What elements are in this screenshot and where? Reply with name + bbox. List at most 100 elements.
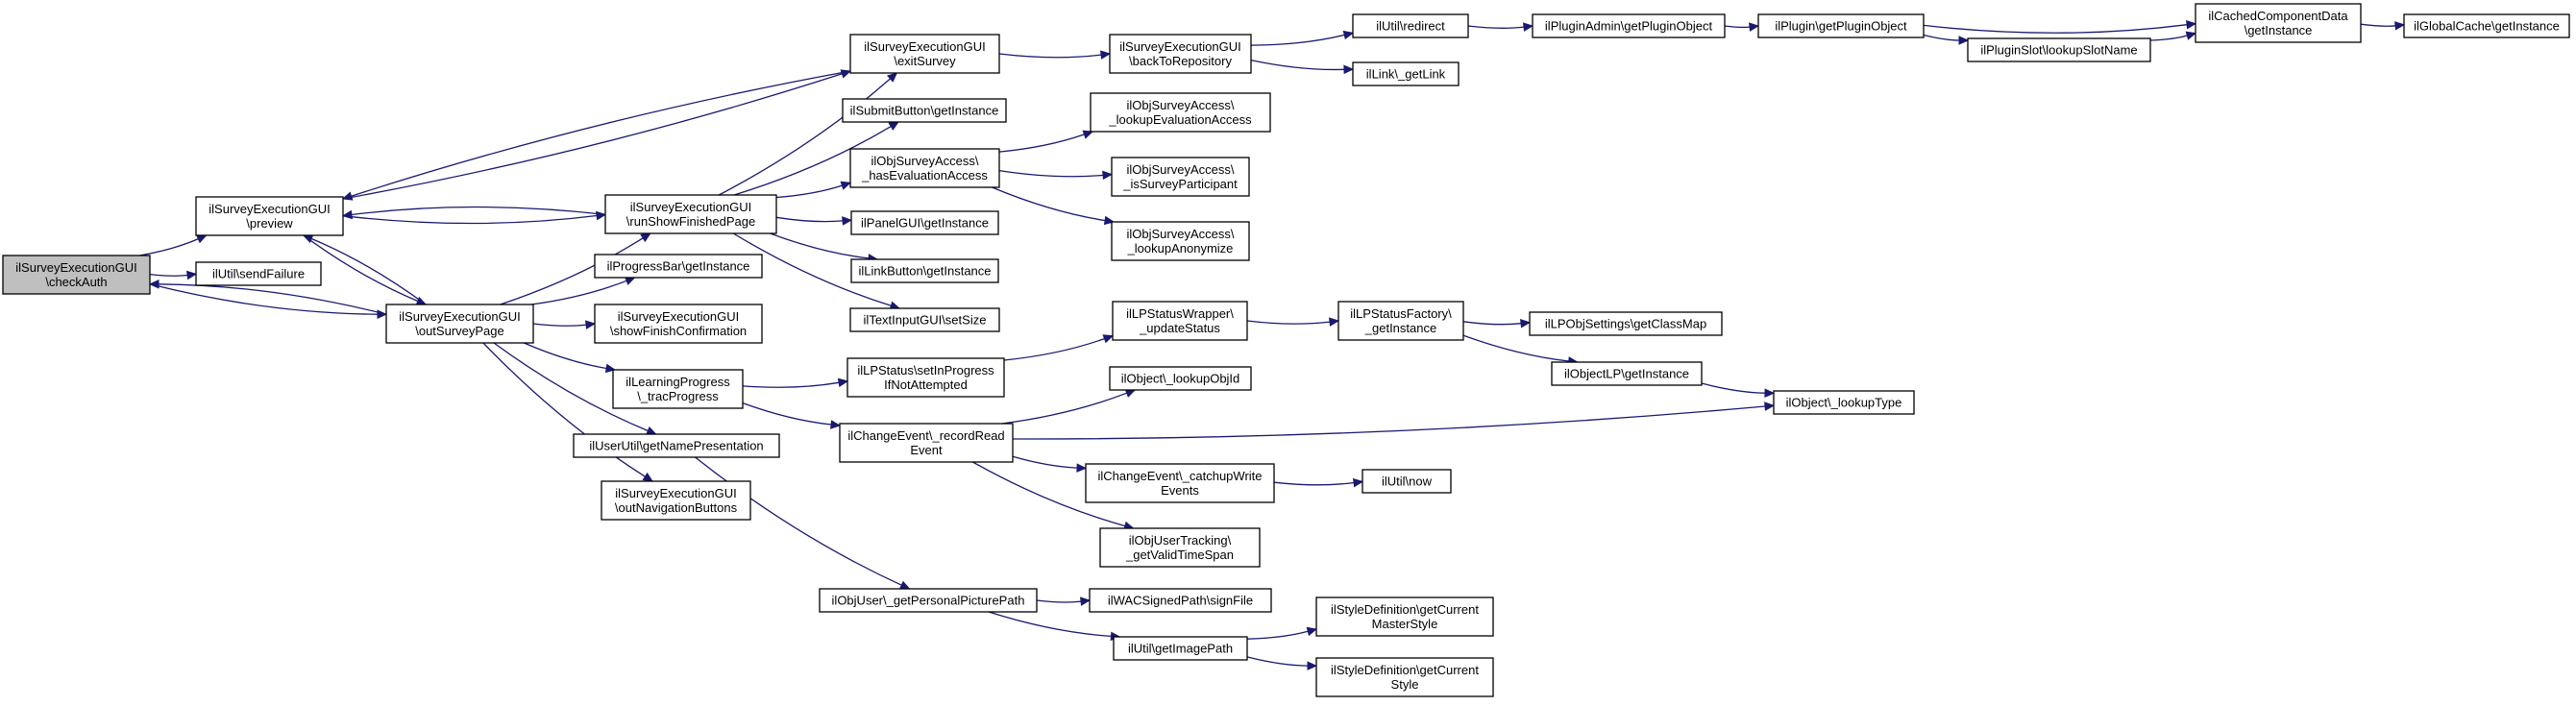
arrowhead-get-image-path-to-get-current-master-style bbox=[1306, 626, 1318, 637]
node-send-failure[interactable]: ilUtil\sendFailure bbox=[195, 261, 322, 286]
node-object-lp-get-instance[interactable]: ilObjectLP\getInstance bbox=[1551, 361, 1703, 386]
node-box[interactable] bbox=[601, 480, 751, 521]
node-plugin-get-plugin-object[interactable]: ilPlugin\getPluginObject bbox=[1757, 13, 1925, 38]
node-label: \runShowFinishedPage bbox=[626, 214, 755, 229]
node-box[interactable] bbox=[1352, 61, 1460, 86]
node-update-status[interactable]: ilLPStatusWrapper\_updateStatus bbox=[1112, 301, 1248, 341]
node-box[interactable] bbox=[1090, 92, 1271, 133]
node-get-link[interactable]: ilLink\_getLink bbox=[1352, 61, 1460, 86]
node-box[interactable] bbox=[846, 357, 1005, 398]
node-is-survey-participant[interactable]: ilObjSurveyAccess\_isSurveyParticipant bbox=[1111, 157, 1250, 197]
arrowhead-out-survey-page-to-get-name-presentation bbox=[646, 426, 657, 435]
node-box[interactable] bbox=[849, 307, 1000, 332]
node-box[interactable] bbox=[195, 196, 344, 236]
arrowhead-plugin-get-plugin-object-to-cached-component-data-get-instance bbox=[2186, 19, 2197, 30]
node-box[interactable] bbox=[573, 433, 780, 458]
node-box[interactable] bbox=[1362, 469, 1452, 494]
node-label: \exitSurvey bbox=[894, 54, 956, 68]
node-box[interactable] bbox=[1111, 221, 1250, 261]
node-box[interactable] bbox=[385, 304, 534, 344]
node-lookup-obj-id[interactable]: ilObject\_lookupObjId bbox=[1109, 366, 1252, 391]
node-plugin-admin-get-plugin-object[interactable]: ilPluginAdmin\getPluginObject bbox=[1532, 13, 1726, 38]
node-box[interactable] bbox=[612, 369, 744, 409]
node-check-auth[interactable]: ilSurveyExecutionGUI\checkAuth bbox=[2, 255, 151, 295]
node-box[interactable] bbox=[819, 588, 1038, 613]
node-box[interactable] bbox=[2, 255, 151, 295]
edge-preview-to-exit-survey bbox=[342, 73, 843, 200]
node-box[interactable] bbox=[1337, 301, 1464, 341]
node-global-cache-get-instance[interactable]: ilGlobalCache\getInstance bbox=[2403, 13, 2570, 38]
node-get-personal-picture-path[interactable]: ilObjUser\_getPersonalPicturePath bbox=[819, 588, 1038, 613]
node-box[interactable] bbox=[842, 98, 1007, 123]
edge-out-survey-page-to-run-show-finished-page bbox=[500, 237, 644, 305]
node-box[interactable] bbox=[1109, 366, 1252, 391]
node-out-navigation-buttons[interactable]: ilSurveyExecutionGUI\outNavigationButton… bbox=[601, 480, 751, 521]
edge-check-auth-to-send-failure bbox=[149, 273, 188, 277]
node-box[interactable] bbox=[1757, 13, 1925, 38]
node-box[interactable] bbox=[849, 34, 1000, 74]
node-exit-survey[interactable]: ilSurveyExecutionGUI\exitSurvey bbox=[849, 34, 1000, 74]
node-run-show-finished-page[interactable]: ilSurveyExecutionGUI\runShowFinishedPage bbox=[604, 194, 777, 234]
node-track-progress[interactable]: ilLearningProgress\_tracProgress bbox=[612, 369, 744, 409]
node-box[interactable] bbox=[1099, 527, 1261, 568]
node-panel-gui-get-instance[interactable]: ilPanelGUI\getInstance bbox=[850, 210, 999, 235]
node-box[interactable] bbox=[1551, 361, 1703, 386]
node-cached-component-data-get-instance[interactable]: ilCachedComponentData\getInstance bbox=[2195, 3, 2362, 43]
node-get-name-presentation[interactable]: ilUserUtil\getNamePresentation bbox=[573, 433, 780, 458]
node-box[interactable] bbox=[1315, 596, 1494, 637]
node-submit-button-get-instance[interactable]: ilSubmitButton\getInstance bbox=[842, 98, 1007, 123]
node-box[interactable] bbox=[2403, 13, 2570, 38]
node-now[interactable]: ilUtil\now bbox=[1362, 469, 1452, 494]
node-lp-obj-settings-get-class-map[interactable]: ilLPObjSettings\getClassMap bbox=[1529, 311, 1723, 336]
node-box[interactable] bbox=[594, 304, 763, 344]
node-box[interactable] bbox=[1111, 157, 1250, 197]
node-box[interactable] bbox=[604, 194, 777, 234]
node-lp-status-factory-get-instance[interactable]: ilLPStatusFactory\_getInstance bbox=[1337, 301, 1464, 341]
node-box[interactable] bbox=[1773, 390, 1915, 415]
edge-out-survey-page-to-preview bbox=[310, 237, 427, 305]
node-text-input-set-size[interactable]: ilTextInputGUI\setSize bbox=[849, 307, 1000, 332]
node-box[interactable] bbox=[1085, 463, 1275, 503]
edge-get-image-path-to-get-current-master-style bbox=[1246, 630, 1309, 640]
node-box[interactable] bbox=[594, 254, 763, 279]
node-out-survey-page[interactable]: ilSurveyExecutionGUI\outSurveyPage bbox=[385, 304, 534, 344]
node-box[interactable] bbox=[1532, 13, 1726, 38]
node-box[interactable] bbox=[1315, 657, 1494, 697]
node-box[interactable] bbox=[195, 261, 322, 286]
node-box[interactable] bbox=[1089, 588, 1272, 613]
node-lookup-evaluation-access[interactable]: ilObjSurveyAccess\_lookupEvaluationAcces… bbox=[1090, 92, 1271, 133]
node-box[interactable] bbox=[1529, 311, 1723, 336]
node-box[interactable] bbox=[850, 210, 999, 235]
edge-record-read-event-to-get-valid-time-span bbox=[972, 461, 1126, 527]
node-sign-file[interactable]: ilWACSignedPath\signFile bbox=[1089, 588, 1272, 613]
node-lookup-slot-name[interactable]: ilPluginSlot\lookupSlotName bbox=[1967, 37, 2151, 62]
node-lookup-type[interactable]: ilObject\_lookupType bbox=[1773, 390, 1915, 415]
node-box[interactable] bbox=[850, 258, 999, 283]
node-redirect[interactable]: ilUtil\redirect bbox=[1352, 13, 1469, 38]
node-preview[interactable]: ilSurveyExecutionGUI\preview bbox=[195, 196, 344, 236]
edge-plugin-get-plugin-object-to-lookup-slot-name bbox=[1923, 34, 1960, 41]
node-box[interactable] bbox=[1112, 301, 1248, 341]
node-show-finish-confirmation[interactable]: ilSurveyExecutionGUI\showFinishConfirmat… bbox=[594, 304, 763, 344]
node-get-valid-time-span[interactable]: ilObjUserTracking\_getValidTimeSpan bbox=[1099, 527, 1261, 568]
node-label: \getInstance bbox=[2245, 23, 2313, 37]
node-progress-bar-get-instance[interactable]: ilProgressBar\getInstance bbox=[594, 254, 763, 279]
node-get-image-path[interactable]: ilUtil\getImagePath bbox=[1113, 636, 1248, 661]
node-box[interactable] bbox=[2195, 3, 2362, 43]
node-has-evaluation-access[interactable]: ilObjSurveyAccess\_hasEvaluationAccess bbox=[849, 148, 1000, 188]
node-lookup-anonymize[interactable]: ilObjSurveyAccess\_lookupAnonymize bbox=[1111, 221, 1250, 261]
node-box[interactable] bbox=[1109, 34, 1252, 74]
arrowhead-set-in-progress-to-update-status bbox=[1102, 334, 1115, 344]
node-box[interactable] bbox=[1352, 13, 1469, 38]
node-back-to-repository[interactable]: ilSurveyExecutionGUI\backToRepository bbox=[1109, 34, 1252, 74]
node-box[interactable] bbox=[849, 148, 1000, 188]
node-link-button-get-instance[interactable]: ilLinkButton\getInstance bbox=[850, 258, 999, 283]
node-box[interactable] bbox=[839, 423, 1014, 463]
node-box[interactable] bbox=[1113, 636, 1248, 661]
node-box[interactable] bbox=[1967, 37, 2151, 62]
